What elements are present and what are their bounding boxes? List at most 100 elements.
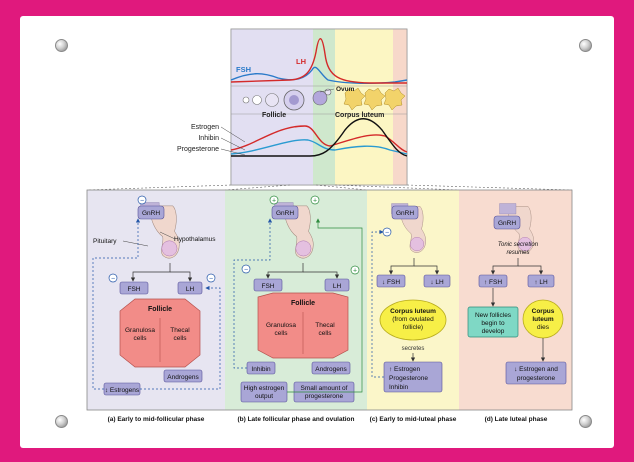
pushpin-icon	[579, 39, 592, 52]
minus-sign: −	[111, 276, 115, 283]
granulosa-label-line2: cells	[133, 335, 147, 342]
high-estrogen-label-line2: output	[255, 393, 273, 400]
corpus-luteum-ellipse	[379, 299, 447, 341]
fsh-box	[119, 281, 149, 295]
follicle-label: Follicle	[262, 112, 286, 119]
panel-b: GnRH + + FSH LH − + Follicle Granulosa c…	[233, 195, 363, 423]
gnrh-box	[493, 215, 521, 230]
hypothalamus-label: Hypothalamus	[174, 236, 216, 243]
follicle-development-row	[242, 87, 406, 111]
estrogen-curve-label: Estrogen	[191, 124, 219, 131]
new-follicles-label: New follicles	[475, 312, 512, 319]
tonic-secretion-label: Tonic secretion	[498, 242, 539, 248]
high-estrogen-label: High estrogen	[244, 385, 285, 392]
new-follicles-label-line3: develop	[482, 328, 505, 335]
gnrh-label: GnRH	[276, 210, 294, 217]
lh-box	[423, 274, 451, 288]
fsh-box	[478, 274, 508, 288]
granulosa-label-line2: cells	[274, 330, 288, 337]
panel-d: GnRH Tonic secretion resumes ↑ FSH ↑ LH …	[467, 203, 567, 423]
plus-sign: +	[272, 198, 276, 205]
plus-sign: +	[313, 198, 317, 205]
follicle-label: Follicle	[148, 306, 172, 313]
panel-c: GnRH − ↓ FSH ↓ LH Corpus luteum (from ov…	[370, 203, 457, 423]
gnrh-box	[391, 205, 419, 220]
inhibin-label: Inhibin	[251, 366, 271, 373]
fsh-curve	[230, 66, 408, 85]
corpus-luteum-dies-label-line3: dies	[537, 324, 550, 331]
plus-sign: +	[353, 268, 357, 275]
estrogen-progesterone-label-line2: progesterone	[517, 375, 556, 382]
pushpin-icon	[55, 39, 68, 52]
gnrh-box	[271, 205, 299, 220]
androgens-box	[311, 361, 351, 375]
fsh-curve-label: FSH	[236, 65, 251, 74]
minus-sign: −	[140, 198, 144, 205]
minus-sign: −	[209, 276, 213, 283]
panel-c-caption: (c) Early to mid-luteal phase	[370, 416, 457, 423]
lh-label: ↓ LH	[430, 279, 444, 286]
granulosa-label: Granulosa	[266, 322, 296, 329]
gnrh-label: GnRH	[142, 210, 160, 217]
corpus-luteum-label-line2: (from ovulated	[392, 316, 434, 323]
corpus-luteum-label-line3: follicle)	[403, 324, 423, 331]
new-follicles-label-line2: begin to	[481, 320, 505, 327]
guide-lines	[86, 184, 573, 191]
corpus-luteum-dies-label-line2: luteum	[532, 316, 554, 323]
corpus-luteum-label: Corpus luteum	[335, 112, 384, 119]
inhibin-label: Inhibin	[389, 384, 409, 391]
minus-sign: −	[244, 267, 248, 274]
estrogen-label: ↑ Estrogen	[389, 366, 420, 373]
panel-b-caption: (b) Late follicular phase and ovulation	[237, 416, 354, 423]
fsh-box	[253, 278, 283, 292]
fsh-label: ↓ FSH	[382, 279, 400, 286]
minus-sign: −	[385, 230, 389, 237]
fsh-box	[376, 274, 406, 288]
pushpin-icon	[55, 415, 68, 428]
gnrh-box	[137, 205, 165, 220]
pushpin-icon	[579, 415, 592, 428]
thecal-label-line2: cells	[318, 330, 332, 337]
top-chart: FSH LH Ovum Follicle Corpus luteum Estro…	[177, 28, 408, 186]
secretes-label: secretes	[402, 346, 425, 352]
lh-box	[177, 281, 203, 295]
granulosa-label: Granulosa	[125, 327, 155, 334]
inhibin-curve-label: Inhibin	[198, 135, 219, 142]
pituitary-label: Pituitary	[93, 238, 117, 245]
inhibition-icon	[137, 195, 147, 205]
thecal-label: Thecal	[315, 322, 335, 329]
gnrh-label: GnRH	[498, 220, 516, 227]
panel-a: GnRH − Pituitary Hypothalamus FSH LH − −…	[92, 195, 221, 423]
fsh-label: FSH	[262, 283, 275, 290]
progesterone-curve	[231, 118, 408, 157]
fsh-label: ↑ FSH	[484, 279, 502, 286]
inhibin-curve	[230, 139, 408, 155]
lh-curve-label: LH	[296, 57, 306, 66]
lh-label: ↑ LH	[534, 279, 548, 286]
estrogen-curve	[230, 125, 408, 153]
corpus-luteum-label: Corpus luteum	[390, 308, 436, 315]
small-progesterone-label: Small amount of	[301, 385, 348, 392]
ovum-label: Ovum	[336, 86, 355, 93]
lh-label: LH	[186, 286, 195, 293]
tonic-secretion-label-line2: resumes	[506, 250, 529, 256]
thecal-label: Thecal	[170, 327, 190, 334]
lh-label: LH	[333, 283, 342, 290]
new-follicles-box	[467, 306, 519, 338]
follicle-label: Follicle	[291, 300, 315, 307]
estrogen-progesterone-box	[505, 361, 567, 385]
progesterone-label: Progesterone	[389, 375, 428, 382]
lh-box	[324, 278, 350, 292]
fsh-label: FSH	[128, 286, 141, 293]
thecal-label-line2: cells	[173, 335, 187, 342]
estrogens-label: ↕ Estrogens	[105, 387, 140, 394]
androgens-box	[163, 369, 203, 383]
lh-box	[527, 274, 555, 288]
lh-curve	[230, 38, 407, 84]
progesterone-curve-label: Progesterone	[177, 146, 219, 153]
androgens-label: Androgens	[315, 366, 347, 373]
androgens-label: Androgens	[167, 374, 199, 381]
panel-d-caption: (d) Late luteal phase	[485, 416, 548, 423]
estrogen-progesterone-label: ↓ Estrogen and	[514, 366, 558, 373]
